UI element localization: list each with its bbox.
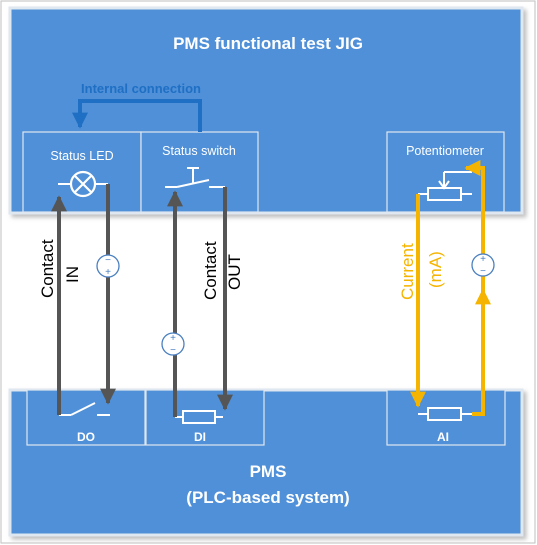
led-lamp-icon bbox=[58, 170, 108, 198]
pms-box: DO DI AI PMS (PLC-based system) bbox=[8, 388, 524, 537]
supply-source-icon: − + bbox=[96, 254, 120, 278]
jig-title: PMS functional test JIG bbox=[173, 34, 363, 53]
contact-in-label-line1: Contact bbox=[38, 239, 57, 298]
pms-subtitle: (PLC-based system) bbox=[186, 488, 349, 507]
source-sign-plus: + bbox=[480, 254, 486, 265]
contact-out-label-line2: OUT bbox=[225, 254, 244, 290]
contact-in-loop: − + Contact IN bbox=[38, 184, 120, 415]
ai-label: AI bbox=[437, 430, 449, 444]
supply-source-icon: + − bbox=[471, 253, 495, 277]
current-loop: + − Current (mA) bbox=[398, 160, 495, 416]
contact-out-label-line1: Contact bbox=[201, 241, 220, 300]
di-module: DI bbox=[145, 389, 265, 446]
do-label: DO bbox=[77, 430, 95, 444]
source-sign-minus: − bbox=[105, 255, 111, 266]
ai-module: AI bbox=[386, 389, 506, 446]
potentiometer-label: Potentiometer bbox=[406, 144, 484, 158]
status-switch-panel: Status switch bbox=[140, 131, 259, 213]
current-label-line1: Current bbox=[398, 243, 417, 300]
ai-resistor-icon bbox=[418, 407, 472, 421]
push-switch-icon bbox=[165, 167, 225, 188]
supply-source-icon: + − bbox=[161, 332, 185, 356]
do-module: DO bbox=[26, 389, 146, 446]
source-sign-plus: + bbox=[170, 333, 176, 344]
status-led-label: Status LED bbox=[50, 149, 113, 163]
potentiometer-panel: Potentiometer bbox=[386, 131, 505, 213]
contact-in-label-line2: IN bbox=[63, 266, 82, 283]
internal-connection: Internal connection bbox=[72, 81, 202, 132]
source-sign-plus: + bbox=[105, 267, 111, 278]
internal-connection-label: Internal connection bbox=[81, 81, 201, 96]
current-label-line2: (mA) bbox=[426, 251, 445, 288]
pms-title: PMS bbox=[250, 462, 287, 481]
jig-box: PMS functional test JIG Status LED Statu… bbox=[8, 6, 524, 215]
contact-out-loop: + − Contact OUT bbox=[161, 187, 244, 417]
status-switch-label: Status switch bbox=[162, 144, 236, 158]
di-label: DI bbox=[194, 430, 206, 444]
source-sign-minus: − bbox=[170, 345, 176, 356]
status-led-panel: Status LED bbox=[22, 131, 142, 213]
source-sign-minus: − bbox=[480, 266, 486, 277]
